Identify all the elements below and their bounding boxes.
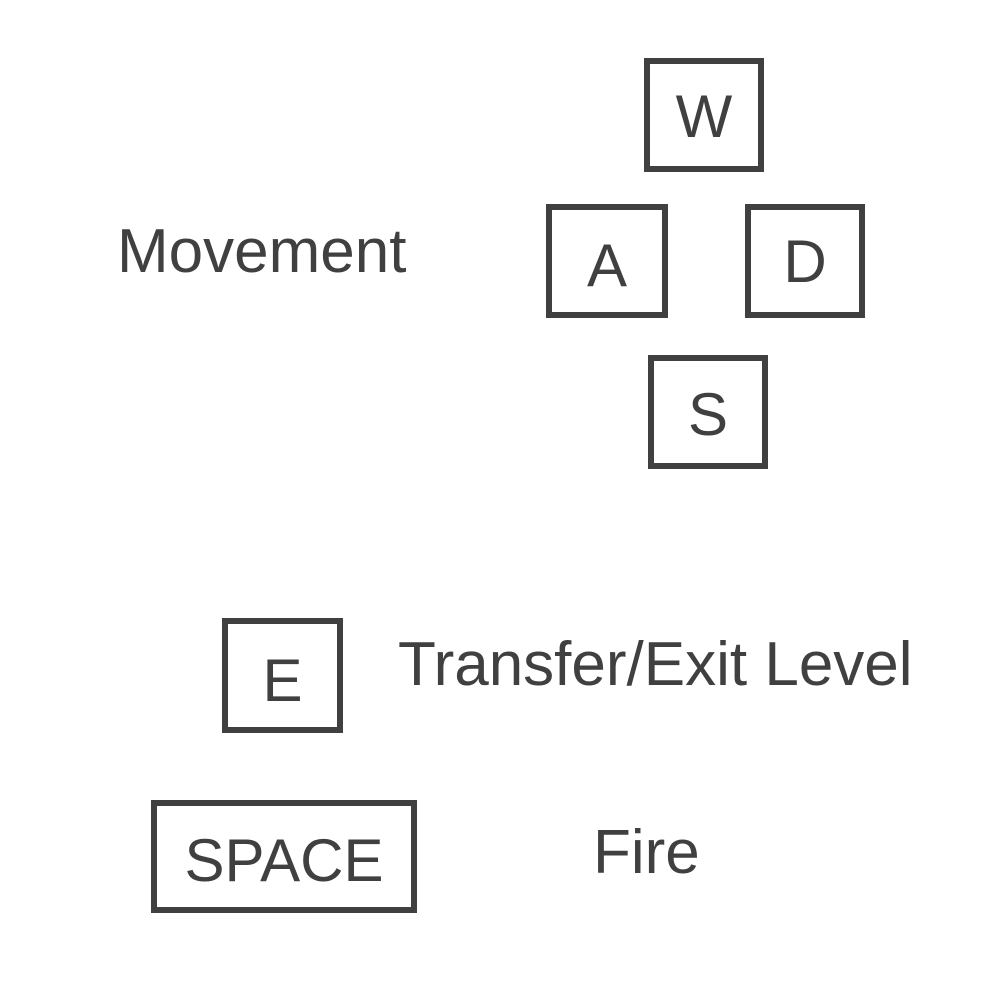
key-e-label: E [262, 646, 303, 714]
key-d: D [745, 204, 865, 318]
key-s-label: S [687, 381, 729, 448]
key-s: S [648, 355, 768, 469]
key-e: E [222, 618, 343, 733]
key-a-label: A [586, 232, 628, 299]
key-a: A [546, 204, 668, 318]
movement-label: Movement [117, 217, 407, 286]
key-space-label: SPACE [184, 826, 384, 894]
key-w-label: W [675, 83, 733, 150]
fire-label: Fire [593, 818, 700, 887]
key-d-label: D [783, 228, 827, 295]
key-space: SPACE [151, 800, 417, 913]
key-w: W [644, 58, 764, 172]
transfer-exit-label: Transfer/Exit Level [398, 630, 913, 699]
